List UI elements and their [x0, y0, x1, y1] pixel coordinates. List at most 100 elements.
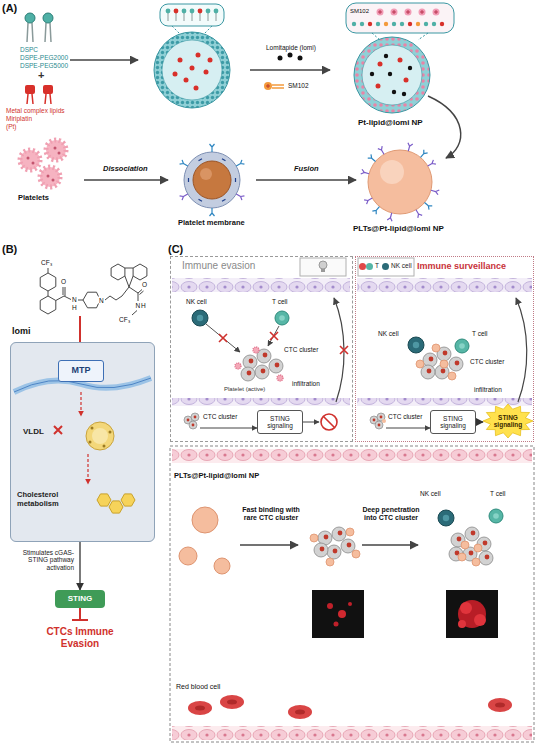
liposome — [208, 58, 213, 63]
figure-label: Platelets — [18, 194, 49, 203]
figure-label: H — [72, 304, 77, 311]
vessel-walls — [357, 278, 532, 292]
figure-label: Metal complex lipids — [6, 107, 65, 114]
platelet-membrane — [210, 208, 215, 216]
targeting-panel — [220, 695, 244, 709]
figure-label: H — [141, 302, 146, 309]
nanoparticle — [400, 22, 404, 26]
starburst-shape — [483, 404, 533, 438]
platelet-membrane — [193, 161, 231, 199]
liposome — [190, 9, 195, 14]
immune-evasion-scene — [303, 422, 319, 423]
immune-surveillance-scene — [416, 360, 424, 368]
targeting-panel — [460, 602, 472, 614]
figure-label: CTC cluster — [284, 346, 318, 353]
platelets — [32, 162, 35, 165]
immune-surveillance-scene — [382, 419, 386, 423]
coated-nanoparticle — [423, 201, 432, 210]
node-text: STING signaling — [260, 415, 300, 429]
platelet-membrane — [235, 178, 236, 182]
figure-label: Fusion — [294, 165, 319, 174]
targeting-panel — [327, 603, 333, 609]
protein-box: MTP — [58, 360, 104, 382]
immune-surveillance-scene — [432, 344, 440, 352]
lomi-structure — [78, 300, 83, 301]
platelet-membrane — [199, 199, 202, 201]
liposome — [214, 9, 219, 14]
targeting-panel — [188, 701, 212, 715]
coated-nanoparticle — [419, 150, 428, 159]
lomi-structure — [133, 264, 147, 280]
targeting-panel — [170, 446, 534, 742]
figure-label: infiltration — [292, 380, 320, 387]
cell-interior — [109, 501, 123, 513]
figure-label: Deep penetration into CTC cluster — [358, 506, 424, 522]
coated-nanoparticle — [380, 160, 404, 184]
coated-nanoparticle — [406, 143, 413, 152]
figure-label: lomi — [12, 326, 31, 336]
platelet-membrane — [180, 192, 189, 200]
immune-evasion-scene — [340, 346, 348, 354]
targeting-panel — [314, 543, 328, 557]
platelet-membrane — [180, 160, 189, 168]
nanoparticle — [360, 22, 364, 26]
platelet-membrane — [235, 160, 244, 168]
figure-label: Platelet membrane — [178, 219, 245, 228]
liposome — [172, 26, 212, 34]
cell-interior — [109, 431, 112, 434]
immune-evasion-scene — [241, 367, 255, 381]
liposome — [196, 53, 201, 58]
targeting-panel — [214, 558, 230, 574]
nanoparticle — [432, 22, 436, 26]
signal-box: STING signaling — [430, 410, 476, 434]
figure-label: Miriplatin — [6, 115, 32, 122]
node-text: VLDL — [23, 427, 44, 436]
platelet-membrane — [188, 178, 189, 182]
figure-label: (Pt) — [6, 123, 16, 130]
platelets — [54, 147, 57, 150]
targeting-panel — [310, 534, 318, 542]
process-arrows — [428, 96, 461, 158]
lomi-and-sm102 — [278, 56, 283, 61]
lomi-and-sm102 — [288, 53, 293, 58]
figure-label: T cell — [490, 490, 505, 497]
targeting-panel — [461, 541, 469, 549]
edge-label: Stimulates cGAS-STING pathway activation — [4, 549, 74, 571]
connector-arrow — [476, 421, 483, 422]
immune-evasion-scene — [191, 413, 199, 421]
figure-label: (B) — [2, 243, 17, 256]
liposome — [178, 58, 183, 63]
figure-label: O — [142, 281, 147, 288]
liposome — [168, 13, 216, 21]
targeting-panel — [240, 544, 298, 546]
figure-label: CTCs Immune Evasion — [35, 626, 125, 649]
immune-surveillance-scene — [516, 298, 527, 402]
platelet-membrane — [200, 168, 212, 180]
targeting-panel — [338, 610, 346, 618]
node-text: STING signaling — [433, 415, 473, 429]
liposome — [204, 70, 209, 75]
immune-surveillance-scene — [455, 339, 469, 353]
targeting-panel — [458, 553, 466, 561]
liposome — [174, 9, 179, 14]
immune-evasion-scene — [269, 359, 283, 373]
legend-text: T — [375, 262, 379, 269]
figure-label: Platelet (active) — [224, 386, 265, 393]
lomi-structure — [40, 296, 56, 314]
figure-label: N — [136, 302, 141, 309]
figure-label: infiltration — [474, 386, 502, 393]
liposome — [182, 9, 187, 14]
nanoparticle — [346, 3, 454, 33]
lomi-and-sm102 — [266, 84, 270, 88]
cell-interior — [87, 454, 88, 484]
targeting-panel — [489, 509, 503, 523]
coated-nanoparticle — [372, 205, 381, 214]
immune-evasion-scene — [324, 417, 335, 428]
liposome — [154, 4, 230, 108]
immune-evasion-scene — [200, 428, 257, 429]
liposome — [173, 72, 178, 77]
nanoparticle — [402, 92, 406, 96]
figure-label: SM102 — [350, 8, 369, 15]
connector-arrow — [79, 542, 80, 590]
cell-interior — [91, 427, 94, 430]
